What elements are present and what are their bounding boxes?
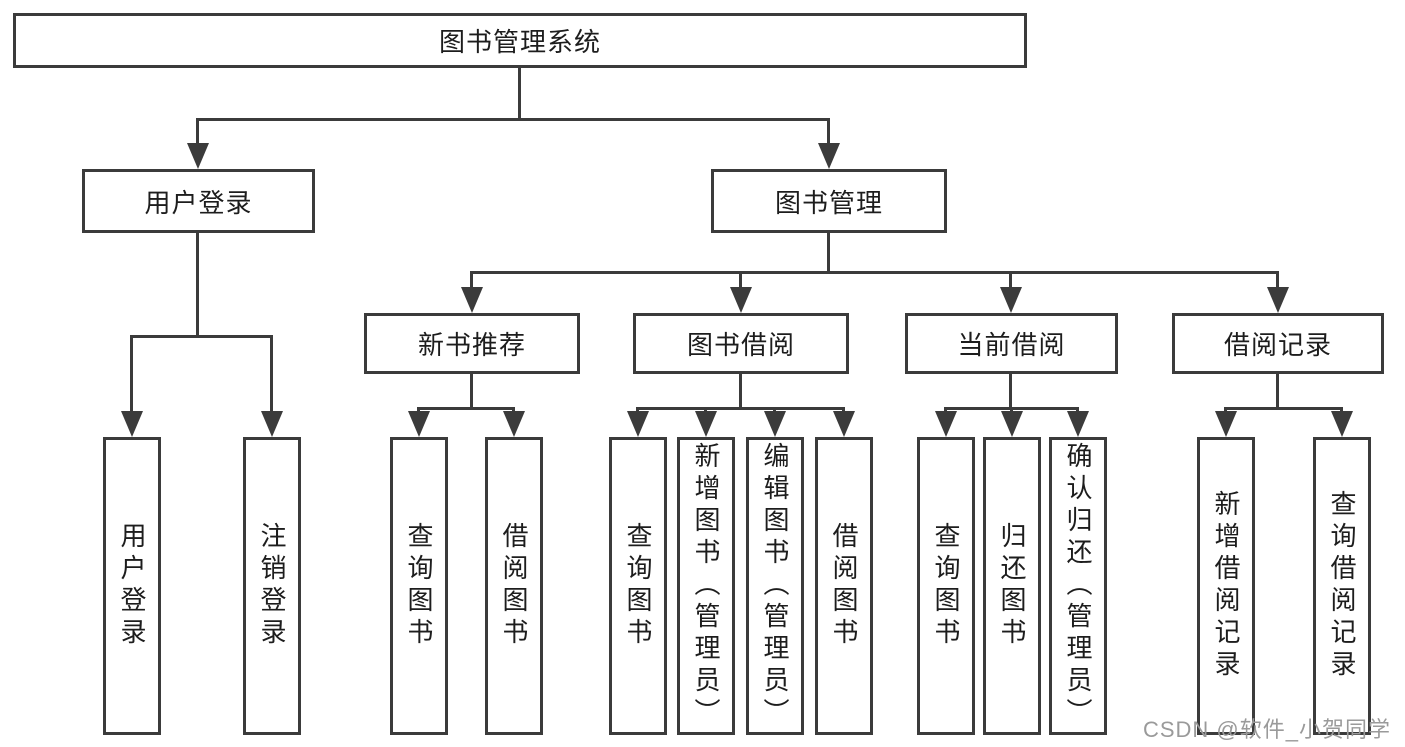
- leaf-add-books-admin: 新增图书（管理员）: [677, 437, 735, 735]
- node-label: 新书推荐: [417, 330, 526, 360]
- arrow-down-icon: [503, 411, 525, 437]
- arrow-down-icon: [1331, 411, 1353, 437]
- leaf-logout: 注销登录: [243, 437, 301, 735]
- leaf-return-books: 归还图书: [983, 437, 1041, 735]
- connector-line: [1009, 373, 1012, 410]
- node-current-borrowing: 当前借阅: [905, 313, 1118, 374]
- arrow-down-icon: [1067, 411, 1089, 437]
- arrow-down-icon: [730, 287, 752, 313]
- arrow-down-icon: [461, 287, 483, 313]
- connector-line: [1276, 373, 1279, 410]
- leaf-label: 查询图书: [931, 522, 961, 650]
- leaf-borrow-books: 借阅图书: [815, 437, 873, 735]
- arrow-down-icon: [764, 411, 786, 437]
- node-borrowing-records: 借阅记录: [1172, 313, 1384, 374]
- arrow-down-icon: [627, 411, 649, 437]
- leaf-borrow-books-recommend: 借阅图书: [485, 437, 543, 735]
- connector-line: [130, 335, 133, 415]
- leaf-label: 查询图书: [404, 522, 434, 650]
- connector-line: [130, 335, 273, 338]
- leaf-user-login: 用户登录: [103, 437, 161, 735]
- node-new-book-recommend: 新书推荐: [364, 313, 580, 374]
- arrow-down-icon: [833, 411, 855, 437]
- leaf-edit-books-admin: 编辑图书（管理员）: [746, 437, 804, 735]
- node-label: 图书借阅: [686, 330, 795, 360]
- connector-line: [636, 407, 845, 410]
- arrow-down-icon: [1000, 287, 1022, 313]
- node-label: 图书管理: [774, 187, 883, 218]
- node-label: 用户登录: [144, 187, 253, 218]
- connector-line: [1276, 271, 1279, 291]
- arrow-down-icon: [695, 411, 717, 437]
- leaf-label: 确认归还（管理员）: [1063, 442, 1093, 730]
- connector-line: [196, 118, 199, 146]
- arrow-down-icon: [1001, 411, 1023, 437]
- arrow-down-icon: [408, 411, 430, 437]
- connector-line: [196, 118, 830, 121]
- connector-line: [827, 232, 830, 274]
- node-user-login: 用户登录: [82, 169, 315, 233]
- connector-line: [470, 373, 473, 410]
- node-book-management: 图书管理: [711, 169, 947, 233]
- leaf-label: 查询借阅记录: [1327, 490, 1357, 682]
- leaf-query-borrowing-record: 查询借阅记录: [1313, 437, 1371, 735]
- connector-line: [739, 271, 742, 291]
- node-label: 当前借阅: [957, 330, 1066, 360]
- connector-line: [270, 335, 273, 415]
- leaf-label: 编辑图书（管理员）: [760, 442, 790, 730]
- arrow-down-icon: [121, 411, 143, 437]
- connector-line: [470, 271, 473, 291]
- leaf-query-books-borrow: 查询图书: [609, 437, 667, 735]
- connector-line: [518, 68, 521, 121]
- leaf-label: 借阅图书: [499, 522, 529, 650]
- connector-line: [1009, 271, 1012, 291]
- arrow-down-icon: [935, 411, 957, 437]
- node-label: 借阅记录: [1223, 330, 1332, 360]
- connector-line: [739, 373, 742, 410]
- leaf-query-books-current: 查询图书: [917, 437, 975, 735]
- connector-line: [1224, 407, 1343, 410]
- leaf-add-borrowing-record: 新增借阅记录: [1197, 437, 1255, 735]
- leaf-label: 注销登录: [257, 522, 287, 650]
- node-library-management-system: 图书管理系统: [13, 13, 1027, 68]
- leaf-label: 借阅图书: [829, 522, 859, 650]
- arrow-down-icon: [187, 143, 209, 169]
- arrow-down-icon: [818, 143, 840, 169]
- node-book-borrowing: 图书借阅: [633, 313, 849, 374]
- arrow-down-icon: [1267, 287, 1289, 313]
- arrow-down-icon: [261, 411, 283, 437]
- leaf-query-books-recommend: 查询图书: [390, 437, 448, 735]
- connector-line: [827, 118, 830, 146]
- connector-line: [417, 407, 515, 410]
- connector-line: [196, 232, 199, 338]
- leaf-label: 归还图书: [997, 522, 1027, 650]
- leaf-label: 用户登录: [117, 522, 147, 650]
- leaf-confirm-return-admin: 确认归还（管理员）: [1049, 437, 1107, 735]
- node-label: 图书管理系统: [438, 27, 601, 57]
- leaf-label: 查询图书: [623, 522, 653, 650]
- arrow-down-icon: [1215, 411, 1237, 437]
- connector-line: [470, 271, 1279, 274]
- leaf-label: 新增借阅记录: [1211, 490, 1241, 682]
- watermark-text: CSDN @软件_小贺同学: [1142, 717, 1391, 742]
- leaf-label: 新增图书（管理员）: [691, 442, 721, 730]
